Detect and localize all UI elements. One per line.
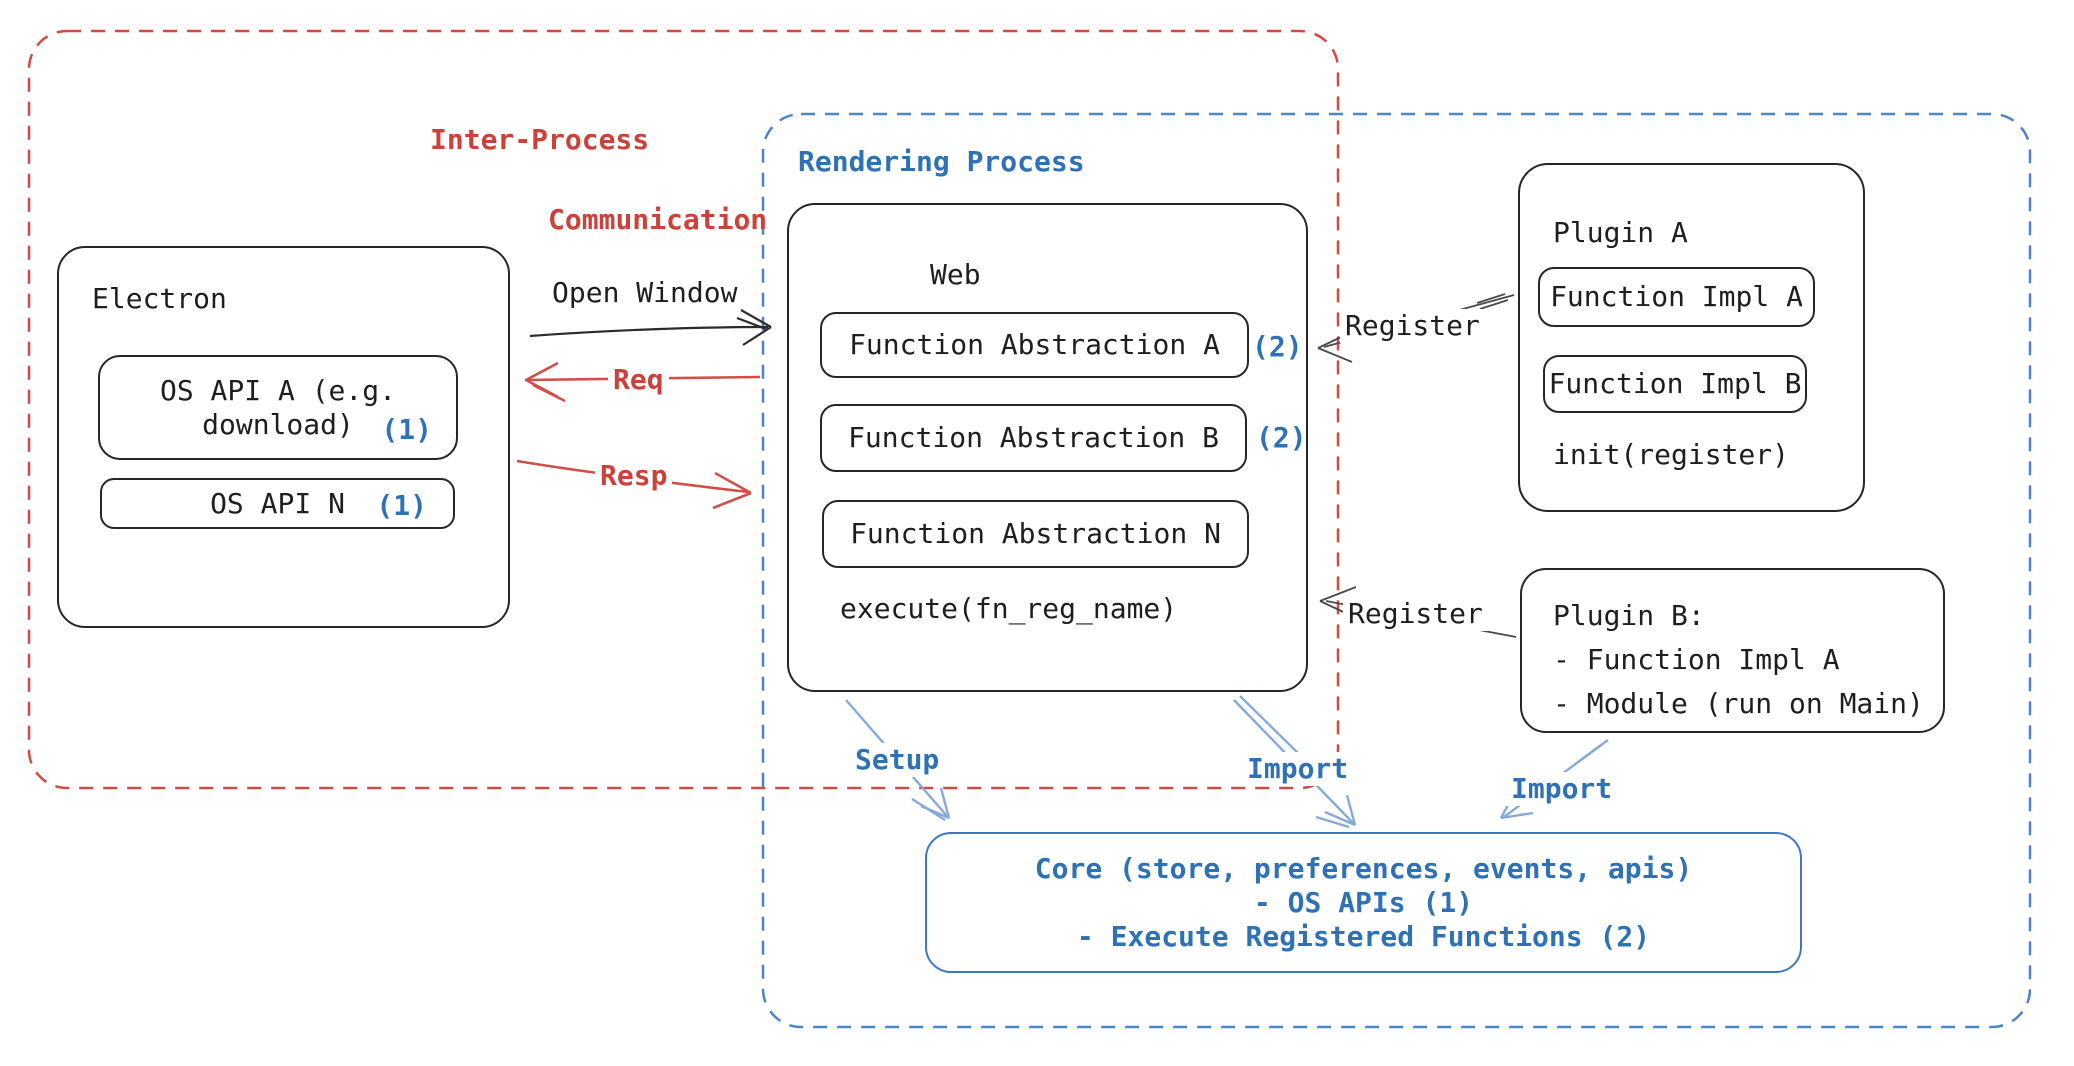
plugin-b-line3: - Module (run on Main)	[1553, 687, 1924, 720]
function-abstraction-a-badge: (2)	[1252, 330, 1303, 363]
os-api-a-box: OS API A (e.g. download) (1)	[98, 355, 458, 460]
core-line1: Core (store, preferences, events, apis)	[1034, 851, 1693, 885]
register-label-plugin-a: Register	[1340, 309, 1485, 343]
function-abstraction-n-box: Function Abstraction N	[822, 500, 1249, 568]
function-abstraction-a-label: Function Abstraction A	[849, 328, 1220, 361]
execute-function-label: execute(fn_reg_name)	[840, 592, 1178, 625]
web-box	[787, 203, 1308, 692]
core-line2: - OS APIs (1)	[1253, 885, 1474, 919]
plugin-b-line1: Plugin B:	[1553, 599, 1705, 632]
plugin-b-text: Plugin B: - Function Impl A - Module (run …	[1553, 594, 1924, 726]
ipc-region-title: Inter-Process Communication	[430, 120, 767, 240]
resp-label: Resp	[595, 459, 673, 493]
plugin-b-line2: - Function Impl A	[1553, 643, 1840, 676]
rendering-process-dashed-region	[761, 112, 2032, 1029]
import-label-plugin-b: Import	[1506, 772, 1618, 806]
ipc-dashed-region	[27, 29, 1340, 790]
web-title: Web	[930, 258, 981, 291]
plugin-a-title: Plugin A	[1553, 216, 1688, 249]
electron-title: Electron	[92, 282, 227, 315]
init-register-label: init(register)	[1553, 438, 1790, 471]
plugin-b-box	[1520, 568, 1945, 733]
os-api-n-label: OS API N	[210, 486, 345, 520]
req-label: Req	[608, 363, 669, 397]
os-api-a-line2: download)	[202, 407, 354, 441]
core-line3: - Execute Registered Functions (2)	[1076, 919, 1651, 953]
ipc-title-line1: Inter-Process	[430, 123, 650, 156]
function-abstraction-b-badge: (2)	[1256, 421, 1307, 454]
open-window-label: Open Window	[552, 276, 738, 309]
function-abstraction-b-label: Function Abstraction B	[848, 421, 1219, 454]
ipc-title-line2: Communication	[548, 203, 768, 236]
function-impl-b-box: Function Impl B	[1543, 355, 1807, 413]
core-text: Core (store, preferences, events, apis)-…	[1035, 852, 1692, 954]
rendering-process-title: Rendering Process	[798, 145, 1085, 178]
import-label-web: Import	[1242, 752, 1354, 786]
os-api-a-badge: (1)	[381, 413, 432, 446]
function-impl-b-label: Function Impl B	[1548, 367, 1802, 400]
core-box: Core (store, preferences, events, apis)-…	[925, 832, 1802, 973]
function-abstraction-a-box: Function Abstraction A	[820, 312, 1249, 378]
open-window-arrow	[529, 309, 772, 346]
os-api-a-line1: OS API A (e.g.	[159, 373, 396, 407]
register-label-plugin-b: Register	[1343, 597, 1488, 631]
plugin-a-box	[1518, 163, 1865, 512]
function-impl-a-box: Function Impl A	[1538, 267, 1815, 327]
function-abstraction-n-label: Function Abstraction N	[850, 517, 1221, 550]
os-api-n-badge: (1)	[376, 489, 427, 522]
electron-box	[57, 246, 510, 628]
setup-label: Setup	[850, 743, 945, 777]
function-impl-a-label: Function Impl A	[1550, 280, 1803, 313]
function-abstraction-b-box: Function Abstraction B	[820, 404, 1247, 472]
os-api-n-box: OS API N (1)	[100, 478, 455, 529]
